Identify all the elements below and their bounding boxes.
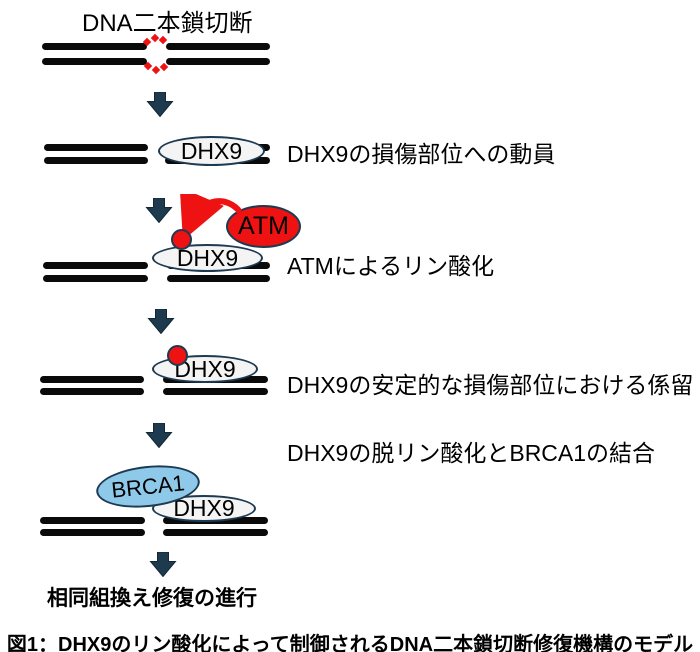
step2-label: ATMによるリン酸化: [287, 253, 495, 279]
dna-strand: [40, 529, 145, 536]
brca1-label: BRCA1: [110, 469, 186, 503]
curved-red-arrow-icon: [179, 194, 243, 241]
dna-fragment-left-4: [40, 376, 144, 395]
dna-fragment-right-1: [166, 43, 270, 65]
figure-caption: 図1：DHX9のリン酸化によって制御されるDNA二本鎖切断修復機構のモデル: [6, 634, 694, 652]
dna-strand: [44, 157, 148, 164]
down-arrow-icon: [145, 198, 173, 223]
down-arrow-icon: [146, 92, 174, 117]
down-arrow-icon: [149, 552, 177, 577]
down-arrow-icon: [147, 309, 175, 334]
dhx9-label: DHX9: [173, 495, 235, 521]
step4-label: DHX9の脱リン酸化とBRCA1の結合: [287, 440, 656, 466]
dhx9-label: DHX9: [174, 355, 236, 382]
dhx9-label: DHX9: [176, 244, 239, 271]
dhx9-ellipse-step1: DHX9: [158, 136, 265, 166]
dna-strand: [44, 144, 148, 151]
down-arrow-icon: [145, 423, 173, 448]
outcome-label: 相同組換え修復の進行: [47, 587, 257, 610]
dna-strand: [42, 43, 147, 50]
dna-strand: [43, 275, 148, 282]
step3-label: DHX9の安定的な損傷部位における係留: [287, 372, 694, 398]
dna-fragment-left-5: [40, 517, 145, 536]
atm-label: ATM: [238, 212, 289, 240]
dna-strand: [40, 517, 145, 524]
dna-fragment-left-1: [42, 43, 147, 65]
dhx9-label: DHX9: [180, 137, 243, 164]
dna-strand: [167, 275, 270, 282]
dsb-title: DNA二本鎖切断: [82, 10, 253, 37]
dna-strand: [40, 388, 144, 395]
dna-strand: [163, 388, 268, 395]
dna-strand: [166, 58, 270, 65]
dhx9-ellipse-step2: DHX9: [152, 244, 263, 272]
dna-fragment-left-2: [44, 144, 148, 164]
dna-strand: [43, 262, 148, 269]
step1-label: DHX9の損傷部位への動員: [287, 141, 556, 167]
phosphate-dot-icon: [171, 229, 192, 250]
dna-strand: [40, 376, 144, 383]
dna-fragment-left-3: [43, 262, 148, 282]
dna-strand: [166, 43, 270, 50]
dna-strand: [163, 529, 268, 536]
break-marks-top-icon: [142, 33, 168, 48]
break-marks-bottom-icon: [143, 61, 169, 75]
dna-strand: [42, 58, 147, 65]
phosphate-dot-icon: [167, 345, 188, 366]
